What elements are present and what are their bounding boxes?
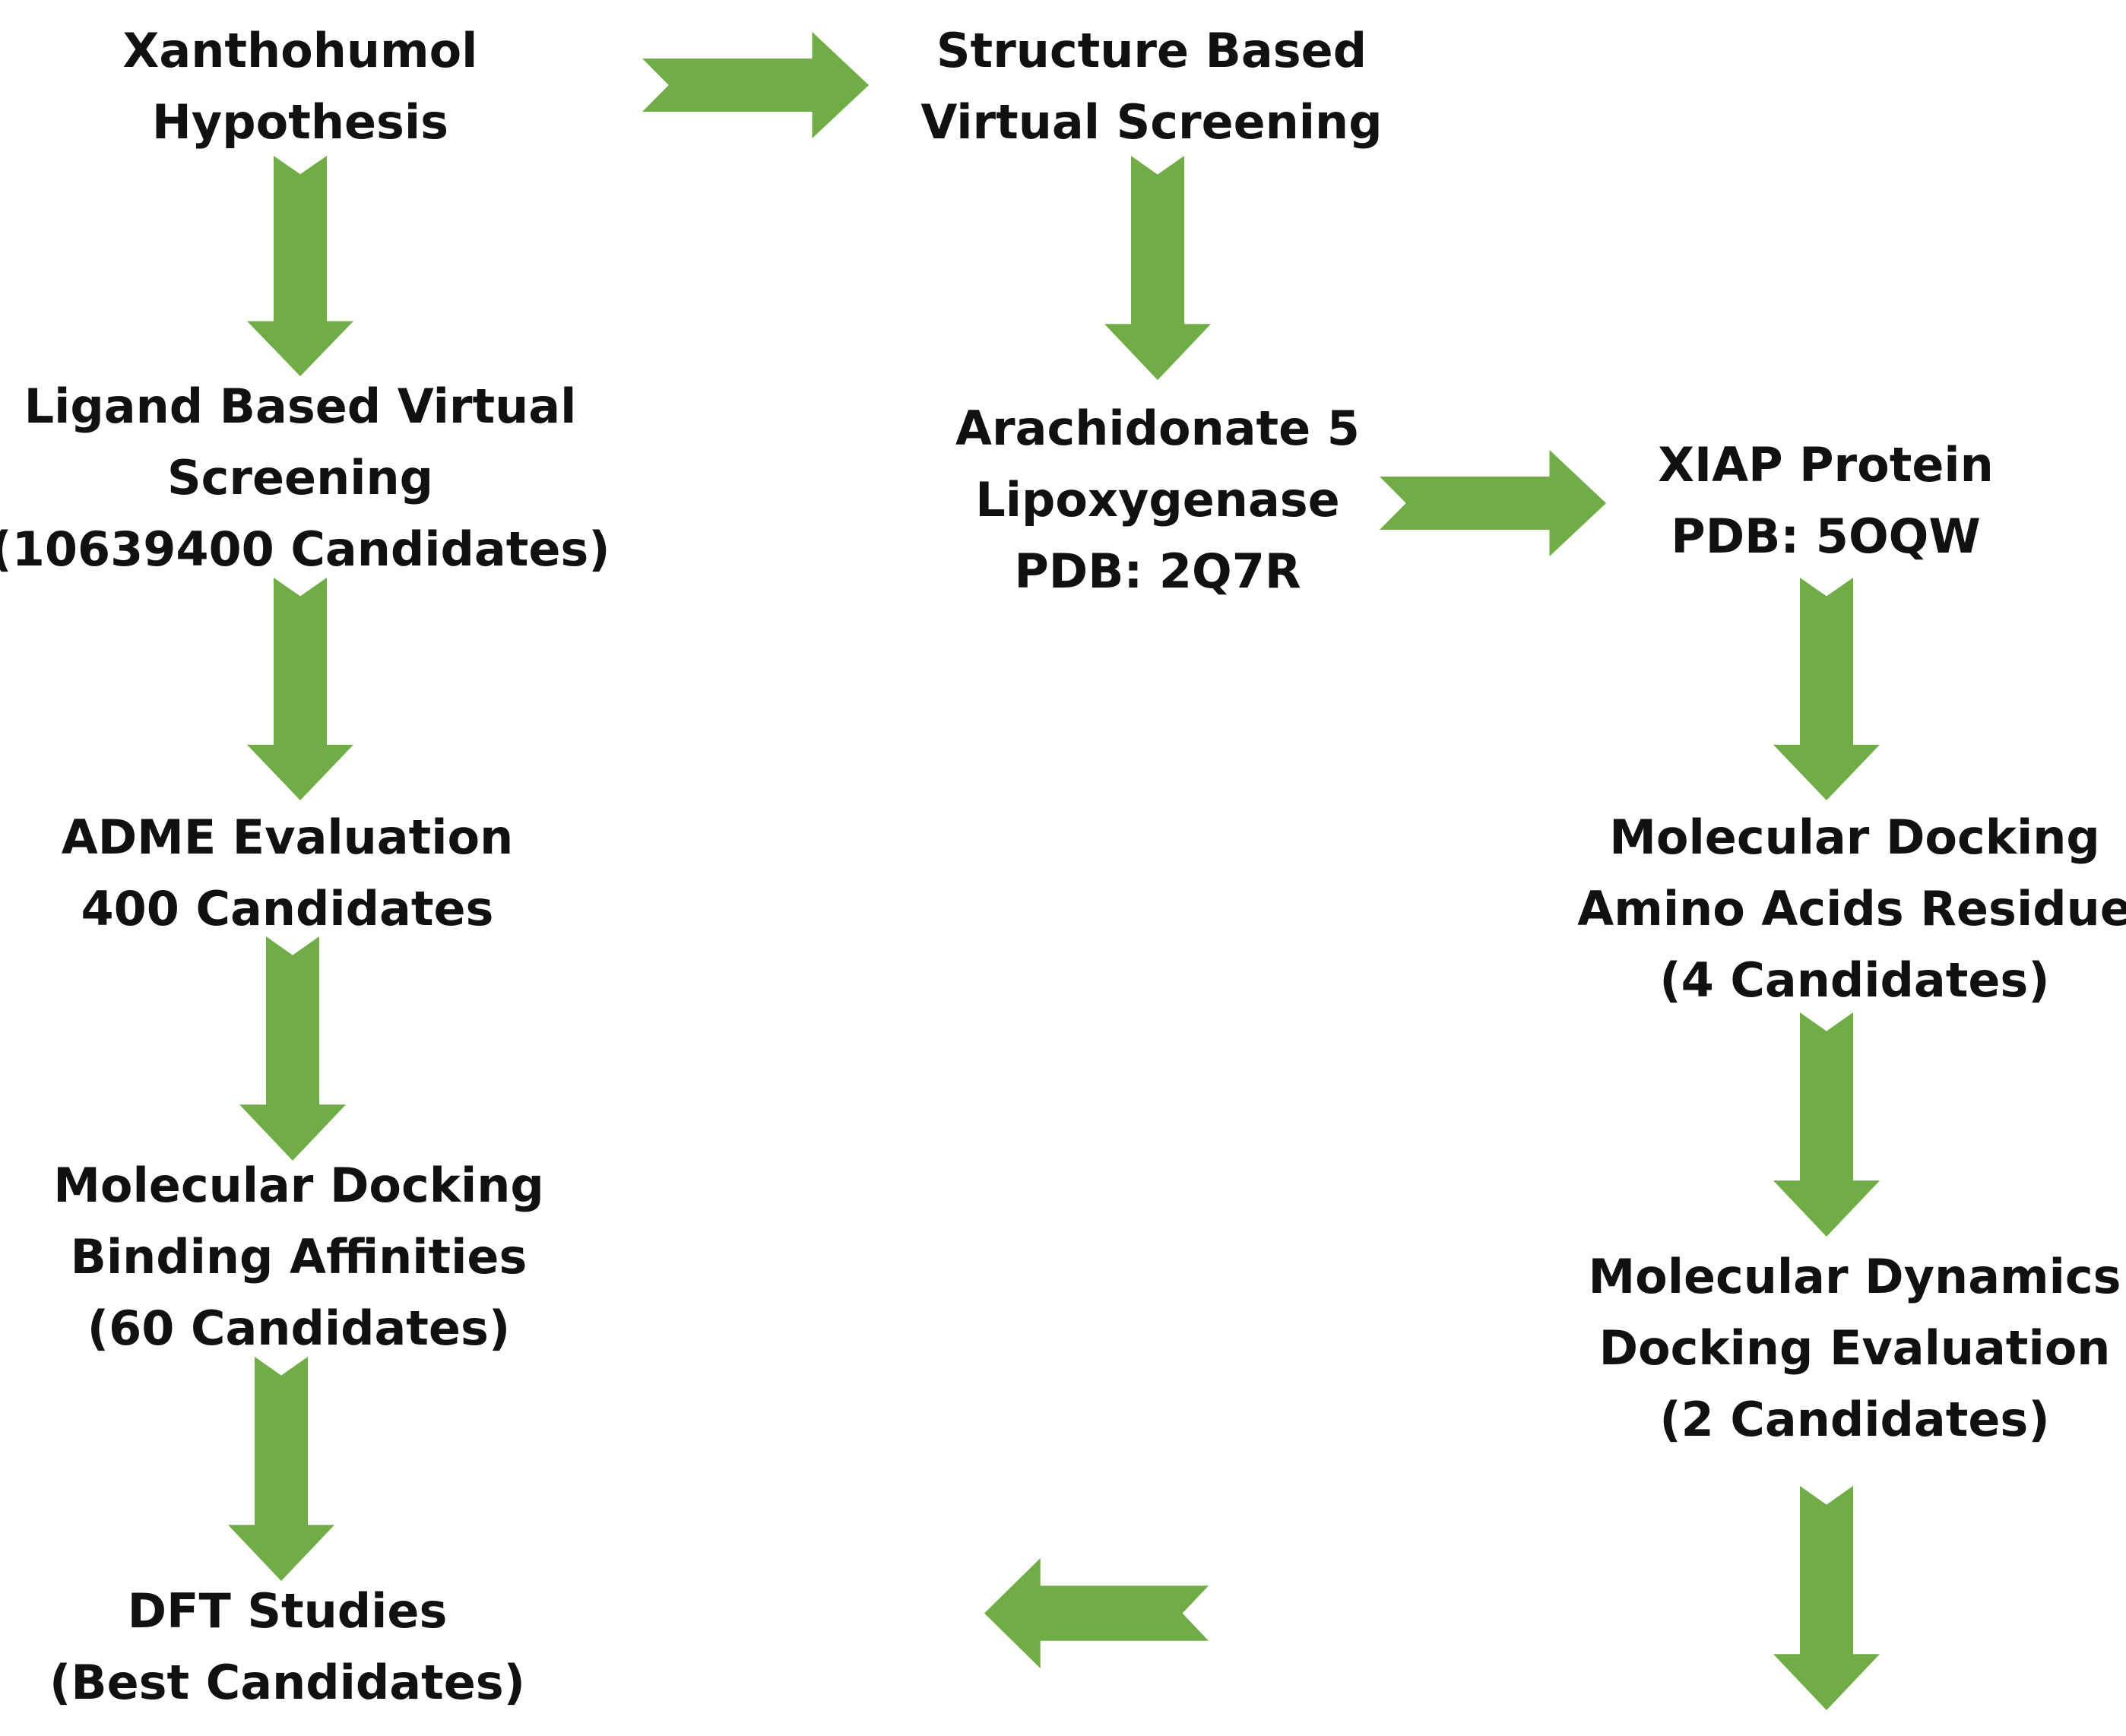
node-adme-evaluation: ADME Evaluation 400 Candidates — [62, 802, 514, 945]
arrow-down-xiap-to-docking-residue — [1773, 578, 1880, 800]
node-line: Binding Affinities — [70, 1229, 528, 1285]
node-line: Arachidonate 5 — [955, 401, 1360, 456]
down-arrow-icon — [1104, 156, 1211, 380]
node-xiap-protein: XIAP Protein PDB: 5OQW — [1658, 429, 1994, 572]
node-line: Screening — [166, 450, 433, 505]
node-ligand-based-screening: Ligand Based Virtual Screening (10639400… — [0, 371, 610, 585]
down-arrow-icon — [239, 936, 346, 1161]
node-line: Structure Based — [936, 23, 1367, 78]
node-line: XIAP Protein — [1658, 437, 1994, 493]
down-arrow-icon — [1773, 1486, 1880, 1710]
node-line: (Best Candidates) — [49, 1655, 526, 1710]
down-arrow-icon — [228, 1357, 334, 1581]
node-line: (4 Candidates) — [1659, 952, 2050, 1008]
down-arrow-icon — [247, 156, 353, 376]
arrow-down-ligand-to-adme — [247, 578, 353, 800]
node-line: PDB: 5OQW — [1671, 508, 1981, 564]
down-arrow-icon — [1773, 578, 1880, 800]
node-structure-based-screening: Structure Based Virtual Screening — [920, 15, 1382, 158]
node-line: Molecular Dynamics — [1588, 1249, 2121, 1304]
down-arrow-icon — [247, 578, 353, 800]
arrow-down-dynamics-continue — [1773, 1486, 1880, 1710]
node-line: DFT Studies — [127, 1583, 448, 1639]
node-line: Molecular Docking — [1609, 809, 2100, 865]
node-molecular-docking-affinity: Molecular Docking Binding Affinities (60… — [53, 1150, 544, 1364]
arrow-right-xanthohumol-to-structure — [642, 32, 869, 138]
node-line: ADME Evaluation — [61, 809, 514, 865]
node-line: (10639400 Candidates) — [0, 521, 610, 577]
node-xanthohumol-hypothesis: Xanthohumol Hypothesis — [123, 15, 478, 158]
node-line: Virtual Screening — [920, 94, 1383, 150]
right-arrow-icon — [1380, 450, 1606, 556]
arrow-down-xanthohumol-to-ligand — [247, 156, 353, 376]
node-line: Ligand Based Virtual — [24, 379, 577, 434]
arrow-down-structure-to-arachidonate — [1104, 156, 1211, 380]
down-arrow-icon — [1773, 1012, 1880, 1237]
node-line: Lipoxygenase — [975, 472, 1340, 527]
node-line: 400 Candidates — [81, 881, 494, 936]
arrow-down-docking-affinity-to-dft — [228, 1357, 334, 1581]
node-line: PDB: 2Q7R — [1014, 543, 1301, 599]
right-arrow-icon — [642, 32, 869, 138]
node-molecular-dynamics: Molecular Dynamics Docking Evaluation (2… — [1588, 1241, 2121, 1456]
arrow-down-adme-to-docking-affinity — [239, 936, 346, 1161]
node-line: Molecular Docking — [53, 1158, 544, 1213]
node-molecular-docking-residue: Molecular Docking Amino Acids Residue (4… — [1577, 802, 2126, 1016]
node-line: Amino Acids Residue — [1577, 881, 2126, 936]
node-line: Xanthohumol — [122, 23, 478, 78]
node-dft-studies: DFT Studies (Best Candidates) — [49, 1576, 525, 1719]
node-arachidonate-lipoxygenase: Arachidonate 5 Lipoxygenase PDB: 2Q7R — [955, 393, 1360, 607]
node-line: (2 Candidates) — [1659, 1392, 2050, 1447]
left-arrow-icon — [984, 1558, 1209, 1668]
arrow-left-to-dft — [984, 1558, 1209, 1668]
node-line: Docking Evaluation — [1598, 1320, 2111, 1376]
node-line: Hypothesis — [151, 94, 449, 150]
arrow-right-arachidonate-to-xiap — [1380, 450, 1606, 556]
arrow-down-docking-residue-to-dynamics — [1773, 1012, 1880, 1237]
node-line: (60 Candidates) — [87, 1300, 511, 1356]
